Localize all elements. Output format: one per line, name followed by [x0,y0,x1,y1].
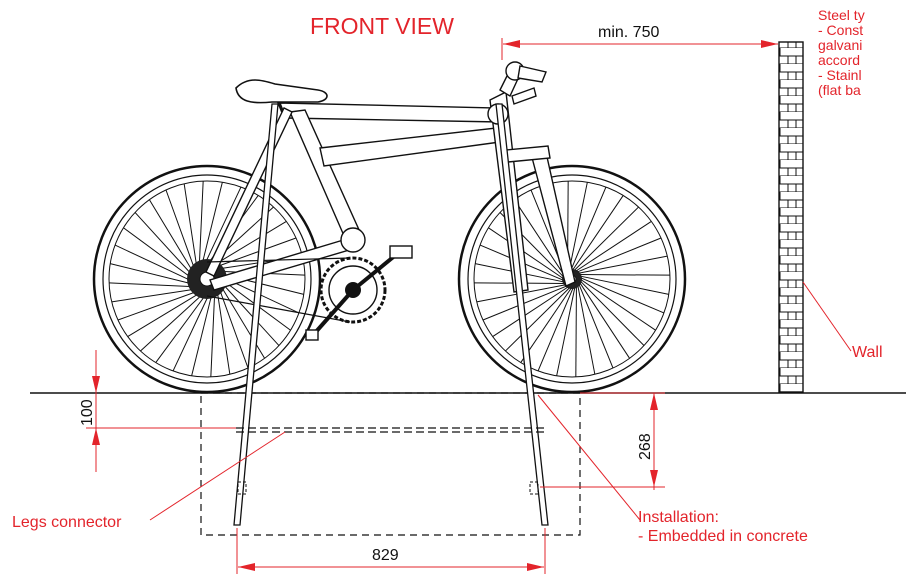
dim-min-750: min. 750 [501,24,778,60]
dim-label-min-750: min. 750 [598,24,659,41]
spoke [210,290,216,377]
bicycle [92,61,687,394]
spoke [571,195,624,272]
installation-detail: - Embedded in concrete [638,528,808,545]
concrete-foundation [200,392,581,536]
spoke [203,186,242,266]
dim-268: 268 [540,392,665,490]
dim-label-829: 829 [372,547,399,564]
spoke [111,288,198,303]
spoke [537,286,575,372]
crankset [305,245,413,341]
spoke [579,276,665,314]
handlebar [499,61,551,163]
spoke [578,274,670,276]
note-line-3: galvani [818,37,862,53]
spoke [577,284,596,375]
spoke [505,286,571,352]
spoke [148,199,195,274]
spoke [576,237,662,273]
dim-100: 100 [79,350,236,472]
spoke [579,278,656,331]
spoke [568,182,588,272]
spoke [201,182,223,267]
steel-notes: Steel ty - Const galvani accord - Stainl… [818,7,865,98]
spoke [110,263,195,285]
spoke [212,220,287,267]
wall-leader: Wall [802,281,883,361]
spoke [218,286,249,369]
spoke [109,282,196,288]
spoke [556,286,576,376]
spoke [155,292,208,363]
legs-connector-leader: Legs connector [12,431,286,531]
spoke [574,220,652,273]
rear-wheel [92,164,322,394]
spoke [172,292,211,372]
wall-label: Wall [852,344,883,361]
page-title: FRONT VIEW [310,13,454,39]
spoke [569,186,607,272]
spoke [191,291,213,376]
spoke [216,288,231,375]
spoke [183,183,198,270]
note-line-2: - Const [818,22,863,38]
spoke [198,181,204,268]
spoke [513,199,566,277]
spoke [579,280,645,346]
spoke [573,206,639,272]
spoke [214,237,297,268]
spoke [140,292,205,352]
leg-foot-right [529,481,539,495]
spoke [579,275,669,295]
note-line-4: accord [818,52,860,68]
spoke [492,285,570,338]
spoke [578,283,614,369]
saddle [235,79,328,104]
spoke [123,227,194,280]
spoke [488,227,565,280]
legs-connector-label: Legs connector [12,514,122,531]
spoke [578,281,631,359]
chain [206,257,351,323]
spoke [127,291,202,338]
spoke [219,284,266,359]
installation-leader: Installation: - Embedded in concrete [537,394,808,545]
note-line-5: - Stainl [818,67,862,83]
note-line-1: Steel ty [818,7,865,23]
dim-829: 829 [236,528,546,574]
spoke [114,244,194,283]
spoke [577,255,668,274]
spoke [134,212,194,277]
wall [778,41,804,393]
dim-label-268: 268 [637,433,654,460]
spoke [165,189,196,272]
installation-title: Installation: [638,509,719,526]
spoke [117,290,200,321]
spoke [482,285,568,321]
stand-legs [233,103,549,526]
spoke [220,281,280,346]
spoke [575,285,577,377]
rear-wheel-spokes [109,181,305,377]
note-line-6: (flat ba [818,82,861,98]
dim-label-100: 100 [79,399,96,426]
